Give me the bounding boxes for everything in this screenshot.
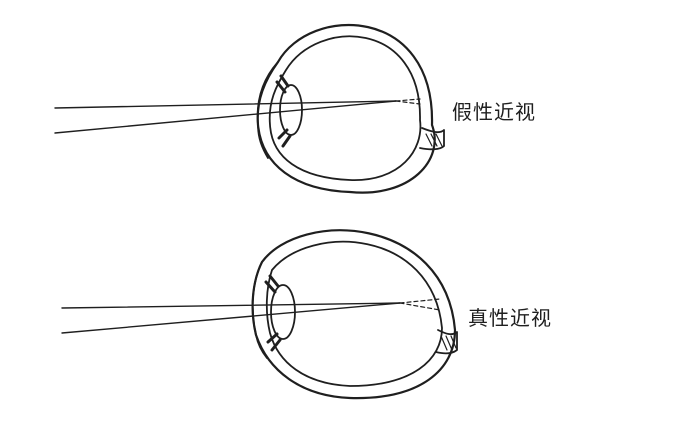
eye-top-ray-lower <box>54 100 397 134</box>
eye-top-cornea <box>256 61 279 159</box>
eye-top-optic-nerve <box>419 127 445 151</box>
eye-bottom-ray-dashes <box>399 298 441 311</box>
eye-bottom-optic-hatching <box>440 335 457 351</box>
eye-top <box>54 23 445 194</box>
eye-bottom-inner-wall <box>265 240 443 387</box>
eye-top-iris-upper <box>275 74 290 94</box>
eye-bottom-outer-wall <box>251 229 457 400</box>
eye-top-ray-dashes <box>395 98 421 105</box>
label-true-myopia: 真性近视 <box>468 306 552 330</box>
eye-bottom <box>61 229 458 400</box>
eye-bottom-iris-upper <box>264 274 280 294</box>
eye-bottom-iris-lower <box>266 332 282 352</box>
eye-bottom-cornea <box>251 261 268 359</box>
eye-top-outer-wall <box>256 23 436 194</box>
eye-top-ray-upper <box>54 100 397 109</box>
eye-bottom-ray-lower <box>61 302 401 334</box>
label-pseudo-myopia: 假性近视 <box>452 100 536 124</box>
eye-top-iris-lower <box>277 128 292 148</box>
eye-bottom-optic-nerve <box>435 329 458 355</box>
eye-top-optic-hatching <box>425 133 443 147</box>
eye-top-inner-wall <box>268 35 422 181</box>
eye-bottom-ray-upper <box>61 302 401 309</box>
